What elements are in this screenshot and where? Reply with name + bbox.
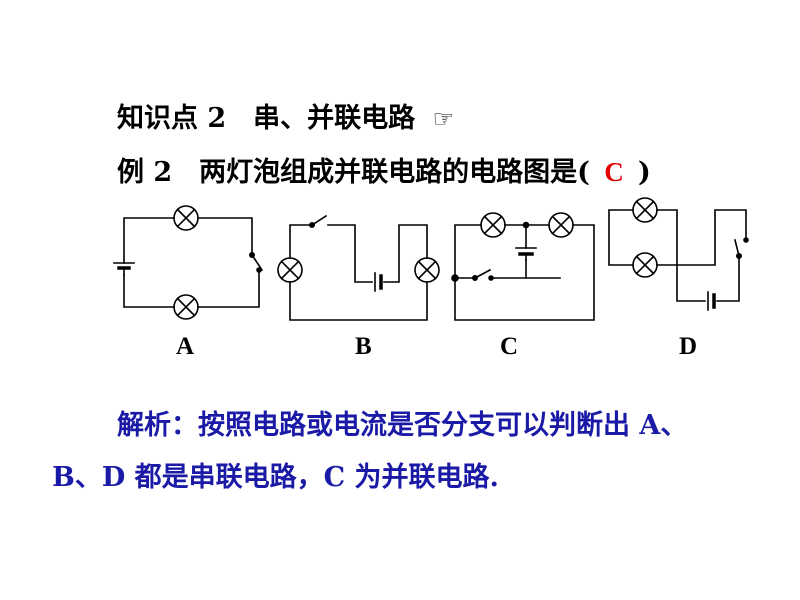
battery-icon (374, 272, 383, 292)
switch-icon (734, 237, 749, 260)
explanation-line-2: B、D 都是串联电路，C 为并联电路. (52, 462, 499, 493)
explanation-line-1: 解析：按照电路或电流是否分支可以判断出 A、 (117, 410, 688, 441)
diagram-label-d: D (679, 333, 698, 360)
circuit-diagrams (113, 197, 749, 321)
switch-icon (249, 252, 264, 273)
circuit-c (451, 212, 595, 321)
circuit-b (277, 214, 440, 321)
heading: 知识点 2 串、并联电路 ☞ (117, 96, 454, 135)
question-prefix: 例 2 两灯泡组成并联电路的电路图是( (117, 157, 590, 188)
question: 例 2 两灯泡组成并联电路的电路图是( C) (117, 150, 651, 189)
heading-text: 知识点 2 串、并联电路 (117, 103, 416, 134)
answer-text: C (604, 157, 624, 187)
diagram-label-a: A (176, 333, 195, 360)
lamp-icon (480, 212, 506, 238)
circuit-a (113, 205, 264, 320)
lamp-icon (632, 197, 658, 223)
lamp-icon (632, 252, 658, 278)
lamp-icon (414, 257, 440, 283)
diagram-label-b: B (355, 333, 372, 360)
diagram-label-c: C (500, 333, 519, 360)
battery-icon (113, 262, 135, 276)
pointing-hand-icon: ☞ (432, 105, 455, 133)
battery-icon (707, 291, 716, 311)
switch-icon (308, 214, 328, 229)
lamp-icon (173, 205, 199, 231)
battery-icon (515, 247, 537, 261)
lamp-icon (548, 212, 574, 238)
circuit-d (608, 197, 749, 311)
lamp-icon (173, 294, 199, 320)
question-suffix: ) (637, 157, 651, 188)
lamp-icon (277, 257, 303, 283)
switch-icon (471, 268, 494, 281)
